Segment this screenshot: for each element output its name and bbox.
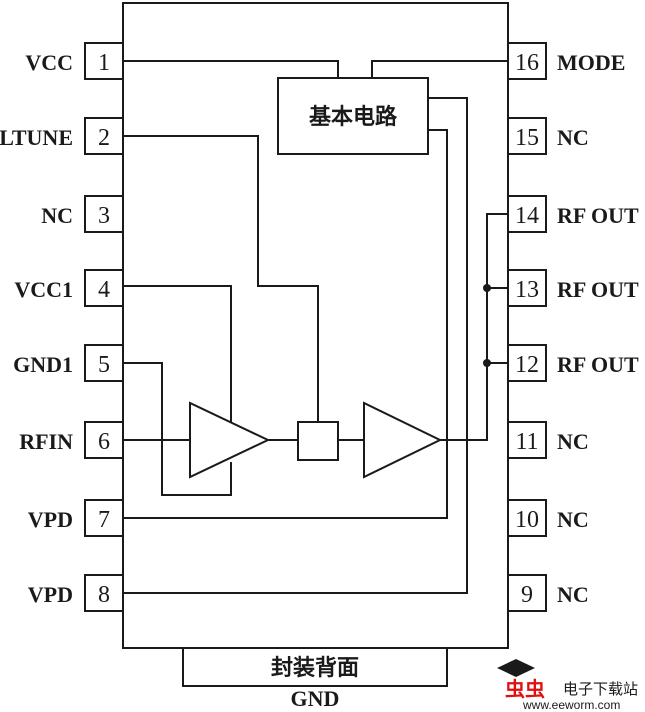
pin-number: 11 [515, 429, 538, 455]
pin-number: 5 [98, 352, 110, 378]
left-pin-3: 3 NC [41, 195, 124, 233]
left-pin-8: 8 VPD [28, 574, 124, 612]
watermark-logo: 虫虫 [505, 677, 545, 701]
pin-box [507, 42, 547, 80]
pin-number: 15 [515, 125, 539, 151]
pin-number: 13 [515, 277, 539, 303]
package-back-pad [182, 647, 448, 687]
wire-vcc-to-basic [123, 60, 339, 78]
pin-box [84, 269, 124, 307]
pin-box [507, 499, 547, 537]
wire-vcc1-to-amp1 [123, 285, 232, 426]
left-pin-6: 6 RFIN [19, 421, 124, 459]
wire-ltune-to-tuner [123, 135, 319, 422]
pin-box [84, 421, 124, 459]
wire-amp2-to-rfout [440, 213, 508, 441]
pin-box [507, 117, 547, 155]
pin-number: 9 [521, 582, 533, 608]
watermark-url: www.eeworm.com [522, 698, 620, 712]
pin-label: VCC [25, 50, 73, 75]
wire-mode-to-basic [371, 60, 508, 78]
pin-number: 2 [98, 125, 110, 151]
pin-label: LTUNE [0, 125, 73, 150]
pin-label: MODE [557, 50, 625, 75]
pin-label: GND1 [13, 352, 73, 377]
pin-number: 3 [98, 203, 110, 229]
pin-box [84, 344, 124, 382]
basic-circuit-label: 基本电路 [309, 104, 398, 130]
pin-label: RF OUT [557, 352, 639, 377]
pin-number: 14 [515, 203, 539, 229]
junction-dot [483, 284, 491, 292]
pin-number: 12 [515, 352, 539, 378]
pin-box [507, 195, 547, 233]
pin-box [84, 42, 124, 80]
pin-number: 4 [98, 277, 110, 303]
pin-label: VCC1 [14, 277, 73, 302]
tuning-block [297, 421, 339, 461]
pin-box [507, 421, 547, 459]
pin-number: 16 [515, 50, 539, 76]
junction-dot [483, 359, 491, 367]
watermark: 虫虫 电子下载站 www.eeworm.com [497, 659, 638, 712]
pin-number: 8 [98, 582, 110, 608]
gnd-label: GND [291, 686, 340, 711]
pin-number: 7 [98, 507, 110, 533]
pin-box [507, 269, 547, 307]
amplifier-1-triangle [189, 401, 271, 479]
pin-label: NC [557, 582, 589, 607]
amplifier-2-triangle [363, 401, 443, 479]
pin-label: RF OUT [557, 203, 639, 228]
pin-box [84, 499, 124, 537]
watermark-site-name: 电子下载站 [563, 680, 638, 698]
pin-label: VPD [28, 582, 73, 607]
pin-label: NC [557, 125, 589, 150]
right-pin-13: 13 RF OUT [507, 269, 639, 307]
pin-number: 10 [515, 507, 539, 533]
pin-label: NC [557, 429, 589, 454]
right-pin-14: 14 RF OUT [507, 195, 639, 233]
basic-circuit-block [277, 77, 429, 155]
right-pin-11: 11 NC [507, 421, 589, 459]
pin-number: 6 [98, 429, 110, 455]
right-pin-10: 10 NC [507, 499, 589, 537]
right-pin-9: 9 NC [507, 574, 589, 612]
wire-basic-to-vpd7 [123, 129, 448, 519]
wire-basic-to-vpd8 [123, 97, 468, 594]
right-pin-12: 12 RF OUT [507, 344, 639, 382]
pin-number: 1 [98, 50, 110, 76]
left-pin-1: 1 VCC [25, 42, 124, 80]
pin-label: NC [557, 507, 589, 532]
left-pin-2: 2 LTUNE [0, 117, 124, 155]
pin-label: RF OUT [557, 277, 639, 302]
wire-gnd1-to-amp1 [123, 362, 232, 496]
pin-label: NC [41, 203, 73, 228]
pin-box [507, 574, 547, 612]
left-pin-5: 5 GND1 [13, 344, 124, 382]
left-pin-7: 7 VPD [28, 499, 124, 537]
pin-label: VPD [28, 507, 73, 532]
package-back-label: 封装背面 [271, 656, 359, 681]
pin-box [84, 574, 124, 612]
right-pin-15: 15 NC [507, 117, 589, 155]
graduation-cap-icon [497, 659, 535, 677]
pin-label: RFIN [19, 429, 73, 454]
left-pin-4: 4 VCC1 [14, 269, 124, 307]
right-pin-16: 16 MODE [507, 42, 625, 80]
pin-box [84, 195, 124, 233]
